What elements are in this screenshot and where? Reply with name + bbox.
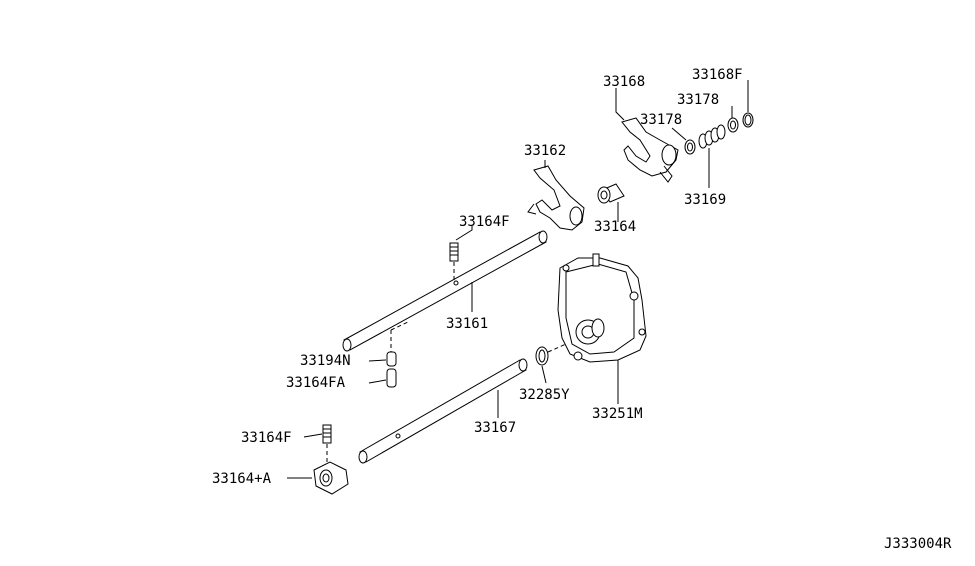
label-33169: 33169 [684,192,726,208]
pin-33194N [386,321,409,367]
label-33164F-bottom: 33164F [241,430,292,446]
label-33161: 33161 [446,316,488,332]
drawing-code: J333004R [884,536,952,552]
shift-rod-33167 [358,358,528,464]
shift-lug-33164A [313,461,349,495]
shift-rod-33161 [342,230,548,352]
housing-33251M [557,253,647,363]
snap-ring-33168F [742,112,754,128]
label-33167: 33167 [474,420,516,436]
label-33164: 33164 [594,219,636,235]
ring-33178-outer [727,117,739,133]
o-ring-32285Y [535,343,567,366]
leader-lines [287,80,749,479]
label-33251M: 33251M [592,406,643,422]
shift-fork-33162 [527,165,585,231]
shift-fork-33168 [621,117,679,183]
plug-33164F-bottom [322,424,332,462]
plug-33164F-top [449,242,459,283]
label-33168: 33168 [603,74,645,90]
ring-33178-inner [684,139,696,155]
label-33178-outer: 33178 [677,92,719,108]
label-33164A: 33164+A [212,471,272,487]
spring-33169 [698,124,726,149]
label-33162: 33162 [524,143,566,159]
label-33194N: 33194N [300,353,351,369]
pin-33164FA [386,368,397,388]
label-33178-inner: 33178 [640,112,682,128]
label-33168F: 33168F [692,67,743,83]
label-33164FA: 33164FA [286,375,346,391]
label-33164F-top: 33164F [459,214,510,230]
label-32285Y: 32285Y [519,387,570,403]
bushing-33164 [597,183,625,204]
